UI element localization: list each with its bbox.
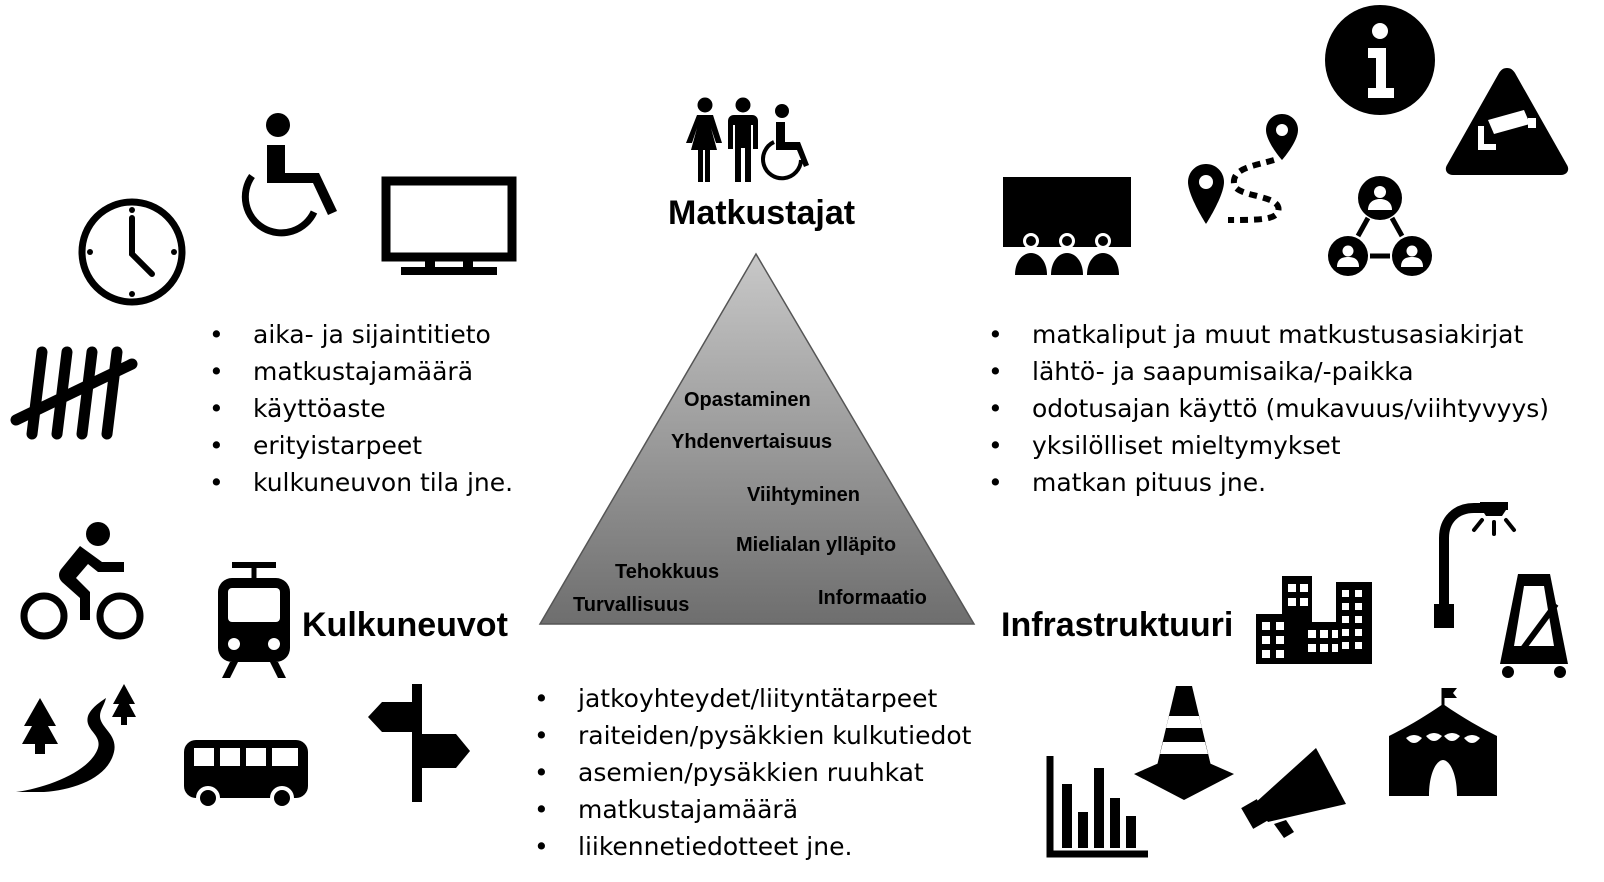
street-lamp-icon (1434, 502, 1516, 628)
heading-passengers: Matkustajat (668, 194, 856, 232)
list-item: erityistarpeet (209, 427, 513, 464)
list-item: käyttöaste (209, 390, 513, 427)
traffic-cone-icon (1134, 686, 1234, 800)
list-bottom: jatkoyhteydet/liityntätarpeet raiteiden/… (534, 680, 971, 865)
cctv-warning-icon (1445, 68, 1569, 175)
list-item: liikennetiedotteet jne. (534, 828, 971, 865)
triangle-label-opastaminen: Opastaminen (684, 389, 811, 411)
cinema-icon (1003, 177, 1131, 275)
triangle-label-yhdenvertaisuus: Yhdenvertaisuus (671, 431, 833, 453)
heading-infrastructure: Infrastruktuuri (1001, 606, 1234, 644)
heading-vehicles: Kulkuneuvot (302, 606, 508, 644)
triangle-label-mielialan-yllapito: Mielialan ylläpito (736, 534, 897, 556)
info-icon (1325, 5, 1435, 115)
signpost-icon (368, 684, 470, 802)
list-item: matkustajamäärä (534, 791, 971, 828)
monitor-icon (381, 176, 517, 275)
triangle-label-turvallisuus: Turvallisuus (573, 594, 690, 616)
list-item: matkan pituus jne. (988, 464, 1549, 501)
list-item: lähtö- ja saapumisaika/-paikka (988, 353, 1549, 390)
list-item: matkustajamäärä (209, 353, 513, 390)
list-item: yksilölliset mieltymykset (988, 427, 1549, 464)
triangle-label-informaatio: Informaatio (818, 587, 927, 609)
city-buildings-icon (1256, 576, 1372, 664)
road-trees-icon (16, 684, 136, 792)
circus-tent-icon (1389, 688, 1497, 796)
tram-icon (218, 562, 290, 678)
list-item: matkaliput ja muut matkustusasiakirjat (988, 316, 1549, 353)
people-network-icon (1328, 176, 1432, 276)
list-item: jatkoyhteydet/liityntätarpeet (534, 680, 971, 717)
bus-icon (184, 740, 308, 810)
list-top-left: aika- ja sijaintitieto matkustajamäärä k… (209, 316, 513, 501)
list-item: raiteiden/pysäkkien kulkutiedot (534, 717, 971, 754)
list-top-right: matkaliput ja muut matkustusasiakirjat l… (988, 316, 1549, 501)
cyclist-icon (20, 522, 144, 640)
passengers-icon (686, 97, 809, 182)
list-item: asemien/pysäkkien ruuhkat (534, 754, 971, 791)
pyramid-triangle (538, 252, 976, 625)
metronome-icon (1500, 574, 1568, 678)
bar-chart-icon (1046, 756, 1148, 858)
route-pins-icon (1188, 114, 1298, 224)
list-item: aika- ja sijaintitieto (209, 316, 513, 353)
triangle-label-viihtyminen: Viihtyminen (747, 484, 860, 506)
triangle-label-tehokkuus: Tehokkuus (615, 561, 720, 583)
tally-marks-icon (10, 346, 138, 440)
list-item: kulkuneuvon tila jne. (209, 464, 513, 501)
megaphone-icon (1241, 748, 1346, 838)
list-item: odotusajan käyttö (mukavuus/viihtyvyys) (988, 390, 1549, 427)
clock-icon (78, 198, 186, 306)
wheelchair-icon (241, 113, 337, 237)
